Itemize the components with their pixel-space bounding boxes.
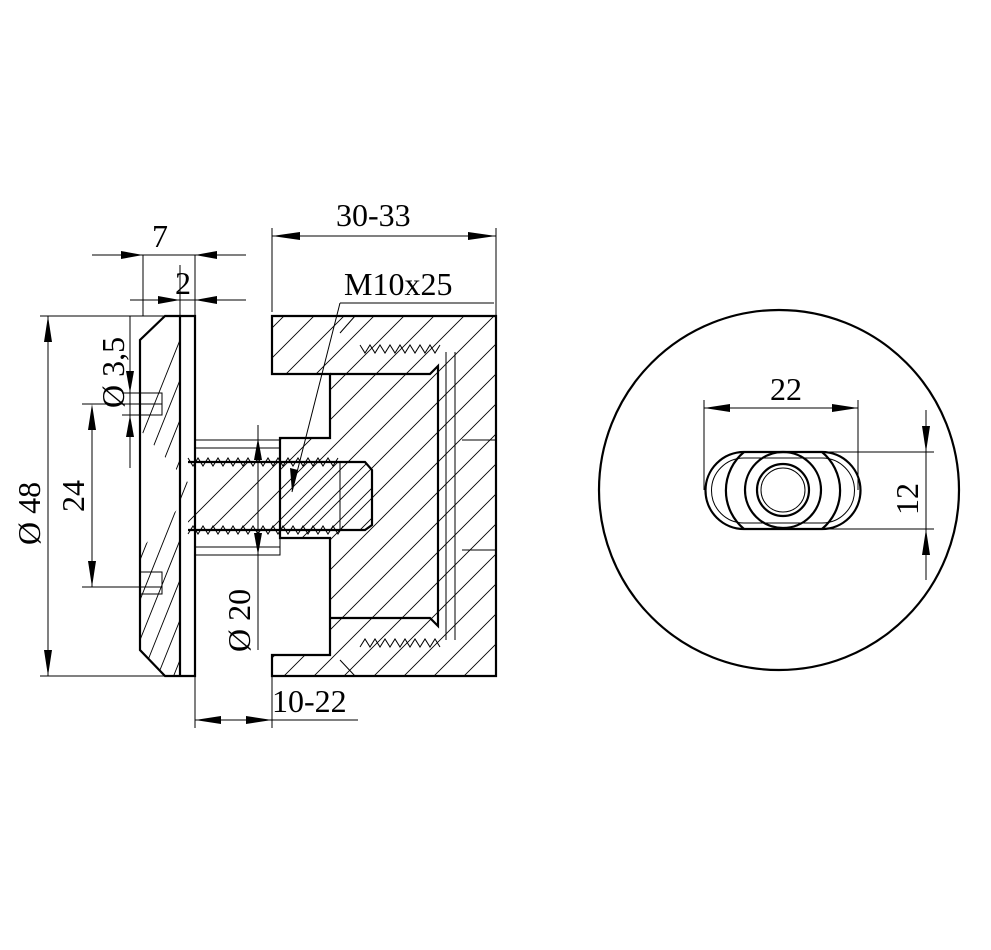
clamp-plate [138, 314, 197, 678]
dim-2-arrow-left [158, 296, 180, 304]
dim-12-arrow-bottom [922, 529, 930, 555]
front-view [597, 308, 961, 672]
dim-20-label: Ø 20 [221, 589, 257, 652]
internal-thread-bottom [359, 638, 441, 648]
dim-10-22-label: 10-22 [272, 683, 347, 719]
dim-48-label: Ø 48 [11, 482, 47, 545]
thread-leader-arrow [290, 468, 298, 492]
outer-disc [597, 308, 961, 672]
dim-30-33-label: 30-33 [336, 197, 411, 233]
washer-left-edge [724, 451, 745, 530]
bolt-hole-outer [755, 462, 811, 518]
bolt-thread-top [187, 457, 339, 467]
section-dimensions: 7 2 30-33 M10x25 Ø 48 24 [11, 197, 497, 728]
pin-bottom [139, 571, 163, 595]
thread-leader-line [291, 302, 341, 493]
bolt-hole-inner [760, 467, 806, 513]
dim-22-arrow-right [832, 404, 858, 412]
dim-3-5-arrow-bottom [126, 415, 134, 437]
dim-48-arrow-top [44, 316, 52, 342]
bolt-thread-bottom [187, 525, 344, 535]
dim-7-arrow-right [195, 251, 217, 259]
spacer [195, 439, 281, 556]
internal-thread-top [359, 344, 441, 354]
housing-chamfer-bottom [339, 659, 356, 677]
dim-3-5-arrow-top [126, 371, 134, 393]
dim-22-label: 22 [770, 371, 802, 407]
housing-outline [270, 314, 498, 678]
dim-10-22-arrow-right [246, 716, 272, 724]
dim-20-arrow-bottom [254, 533, 262, 555]
housing-cavity [330, 363, 440, 629]
dim-2-label: 2 [175, 265, 191, 301]
dim-24-arrow-bottom [88, 561, 96, 587]
dim-7-label: 7 [152, 218, 168, 254]
dim-24-label: 24 [55, 480, 91, 512]
front-dimensions: 22 12 [703, 371, 934, 580]
dim-12-label: 12 [889, 483, 925, 515]
dim-2-arrow-right [195, 296, 217, 304]
dim-22-arrow-left [704, 404, 730, 412]
bolt-hatch [188, 462, 372, 530]
washer-right-edge [821, 451, 842, 530]
dim-30-33-arrow-right [468, 232, 496, 240]
dim-10-22-arrow-left [195, 716, 221, 724]
dim-12-arrow-top [922, 426, 930, 452]
washer-ring [743, 450, 823, 530]
dim-3-5-label: Ø 3,5 [95, 337, 131, 408]
dim-7-arrow-left [121, 251, 143, 259]
housing-chamfer-top [339, 315, 356, 334]
dim-30-33-arrow-left [272, 232, 300, 240]
dim-20-arrow-top [254, 438, 262, 460]
housing-hatch [272, 316, 496, 676]
thread-label: M10x25 [344, 266, 452, 302]
dim-24-arrow-top [88, 404, 96, 430]
dim-48-arrow-bottom [44, 650, 52, 676]
slot-inner-outline [711, 457, 855, 524]
section-view [138, 314, 498, 678]
